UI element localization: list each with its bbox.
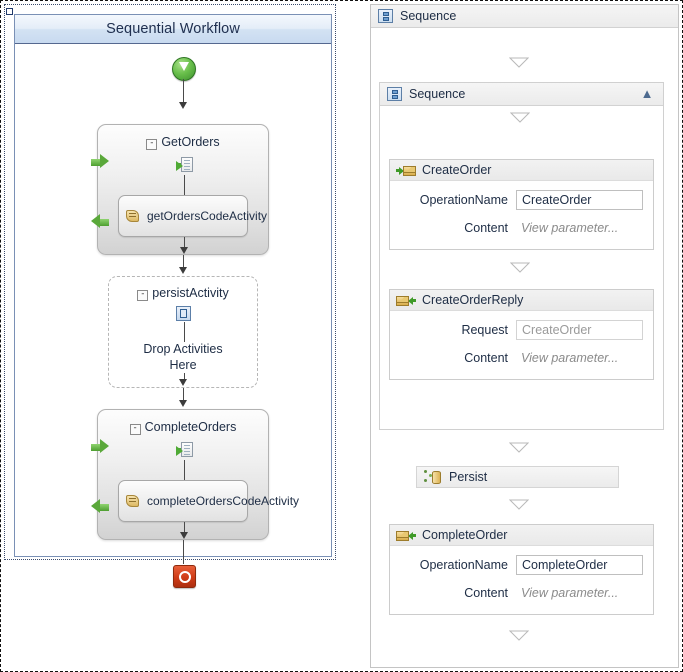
field-content: Content View parameter... xyxy=(390,218,643,238)
field-content: Content View parameter... xyxy=(390,583,643,603)
expander-collapse-icon[interactable]: - xyxy=(146,139,158,150)
activity-completeorderscodeactivity[interactable]: completeOrdersCodeActivity xyxy=(118,480,299,522)
inner-sequence-header[interactable]: Sequence ▲ xyxy=(380,83,663,106)
activity-completeorder-body: OperationName CompleteOrder Content View… xyxy=(390,546,653,615)
activity-persist[interactable]: Persist xyxy=(416,466,619,488)
inner-sequence-title: Sequence xyxy=(409,87,466,101)
field-content-label: Content xyxy=(464,351,508,365)
activity-getorders[interactable]: -GetOrders getOrdersCodeActivity xyxy=(97,124,269,255)
drop-triangle-icon[interactable] xyxy=(510,262,530,273)
activity-createorderreply[interactable]: CreateOrderReply Request CreateOrder Con… xyxy=(389,289,654,380)
activity-createorder[interactable]: CreateOrder OperationName CreateOrder Co… xyxy=(389,159,654,250)
field-content-link[interactable]: View parameter... xyxy=(521,586,619,600)
connector-line xyxy=(183,255,184,269)
drop-triangle-icon[interactable] xyxy=(510,112,530,123)
activity-completeorderscodeactivity-label: completeOrdersCodeActivity xyxy=(147,494,300,508)
drop-triangle-icon[interactable] xyxy=(509,630,529,641)
outer-sequence-title: Sequence xyxy=(400,9,457,23)
expander-collapse-icon[interactable]: - xyxy=(137,290,149,301)
expander-collapse-icon[interactable]: - xyxy=(129,424,141,435)
workflow-surface[interactable]: Sequential Workflow -GetOrders xyxy=(14,14,332,588)
connector-line xyxy=(183,373,185,381)
activity-persistactivity[interactable]: -persistActivity Drop Activities Here xyxy=(108,276,258,388)
activity-getorderscodeactivity-label: getOrdersCodeActivity xyxy=(147,209,268,223)
activity-completeorder-title: CompleteOrder xyxy=(422,528,508,542)
activity-completeorders-title: -CompleteOrders xyxy=(98,420,268,435)
drop-triangle-icon[interactable] xyxy=(509,57,529,68)
activity-completeorder-header[interactable]: CompleteOrder xyxy=(390,525,653,546)
field-content: Content View parameter... xyxy=(390,348,643,368)
wf3-designer-pane[interactable]: Sequential Workflow -GetOrders xyxy=(4,4,336,588)
send-message-icon xyxy=(396,529,416,542)
connector-arrow xyxy=(179,532,188,539)
sequence-activity-icon xyxy=(387,87,402,101)
activity-getorders-title: -GetOrders xyxy=(98,135,268,150)
connector-arrow xyxy=(178,102,187,109)
connector-arrow xyxy=(179,247,188,254)
field-operationname-label: OperationName xyxy=(419,193,508,207)
drop-triangle-icon[interactable] xyxy=(509,442,529,453)
activity-createorder-title: CreateOrder xyxy=(422,163,492,177)
code-activity-icon xyxy=(125,494,141,509)
field-operationname: OperationName CompleteOrder xyxy=(390,555,643,575)
page-title: Sequential Workflow xyxy=(15,15,331,44)
sequence-activity-icon xyxy=(378,9,393,23)
outer-sequence-header[interactable]: Sequence xyxy=(371,5,678,28)
connector-arrow xyxy=(178,400,187,407)
activity-createorderreply-title: CreateOrderReply xyxy=(422,293,524,307)
workflow-canvas[interactable]: -GetOrders getOrdersCodeActivity xyxy=(15,44,331,588)
field-operationname-label: OperationName xyxy=(419,558,508,572)
receive-activity-icon xyxy=(176,157,193,173)
activity-getorderscodeactivity[interactable]: getOrdersCodeActivity xyxy=(118,195,267,237)
connector-line xyxy=(183,79,184,103)
start-green-circle-icon[interactable] xyxy=(172,57,196,81)
field-request: Request CreateOrder xyxy=(390,320,643,340)
green-right-arrow-icon xyxy=(91,154,109,169)
field-operationname: OperationName CreateOrder xyxy=(390,190,643,210)
connector-line xyxy=(184,522,185,534)
field-operationname-input[interactable]: CompleteOrder xyxy=(516,555,643,575)
connector-line xyxy=(183,322,185,342)
receive-message-icon xyxy=(396,164,416,177)
receive-activity-icon xyxy=(176,442,193,458)
connector-arrow xyxy=(179,379,187,386)
activity-persist-title: Persist xyxy=(449,470,488,484)
connector-line xyxy=(184,460,185,480)
connector-arrow xyxy=(178,267,187,274)
activity-completeorder[interactable]: CompleteOrder OperationName CompleteOrde… xyxy=(389,524,654,615)
persist-database-icon xyxy=(424,469,442,485)
activity-completeorders[interactable]: -CompleteOrders completeOrdersCodeActivi… xyxy=(97,409,299,540)
wf4-designer-pane[interactable]: Sequence Sequence ▲ CreateOr xyxy=(370,4,679,668)
field-request-input[interactable]: CreateOrder xyxy=(516,320,643,340)
activity-createorder-body: OperationName CreateOrder Content View p… xyxy=(390,181,653,250)
selection-handle[interactable] xyxy=(6,8,13,15)
connector-line xyxy=(184,237,185,249)
stop-red-square-icon[interactable] xyxy=(173,565,196,588)
green-left-arrow-icon xyxy=(91,499,109,514)
field-content-link[interactable]: View parameter... xyxy=(521,351,619,365)
green-left-arrow-icon xyxy=(91,214,109,229)
connector-line xyxy=(184,175,185,195)
green-right-arrow-icon xyxy=(91,439,109,454)
chevron-double-up-icon[interactable]: ▲ xyxy=(640,86,654,101)
field-content-label: Content xyxy=(464,586,508,600)
activity-persistactivity-title: -persistActivity xyxy=(109,286,257,301)
connector-line xyxy=(183,540,184,564)
field-content-link[interactable]: View parameter... xyxy=(521,221,619,235)
field-operationname-input[interactable]: CreateOrder xyxy=(516,190,643,210)
activity-createorderreply-body: Request CreateOrder Content View paramet… xyxy=(390,311,653,380)
drop-triangle-icon[interactable] xyxy=(509,499,529,510)
code-activity-icon xyxy=(125,209,141,224)
drop-activities-text: Drop Activities Here xyxy=(143,342,223,372)
field-content-label: Content xyxy=(464,221,508,235)
inner-sequence-container[interactable]: Sequence ▲ CreateOrder OperationName Cr xyxy=(379,82,664,430)
activity-createorder-header[interactable]: CreateOrder xyxy=(390,160,653,181)
activity-createorderreply-header[interactable]: CreateOrderReply xyxy=(390,290,653,311)
field-request-label: Request xyxy=(461,323,508,337)
persist-activity-icon xyxy=(176,306,191,321)
send-message-icon xyxy=(396,294,416,307)
connector-line xyxy=(183,388,184,402)
